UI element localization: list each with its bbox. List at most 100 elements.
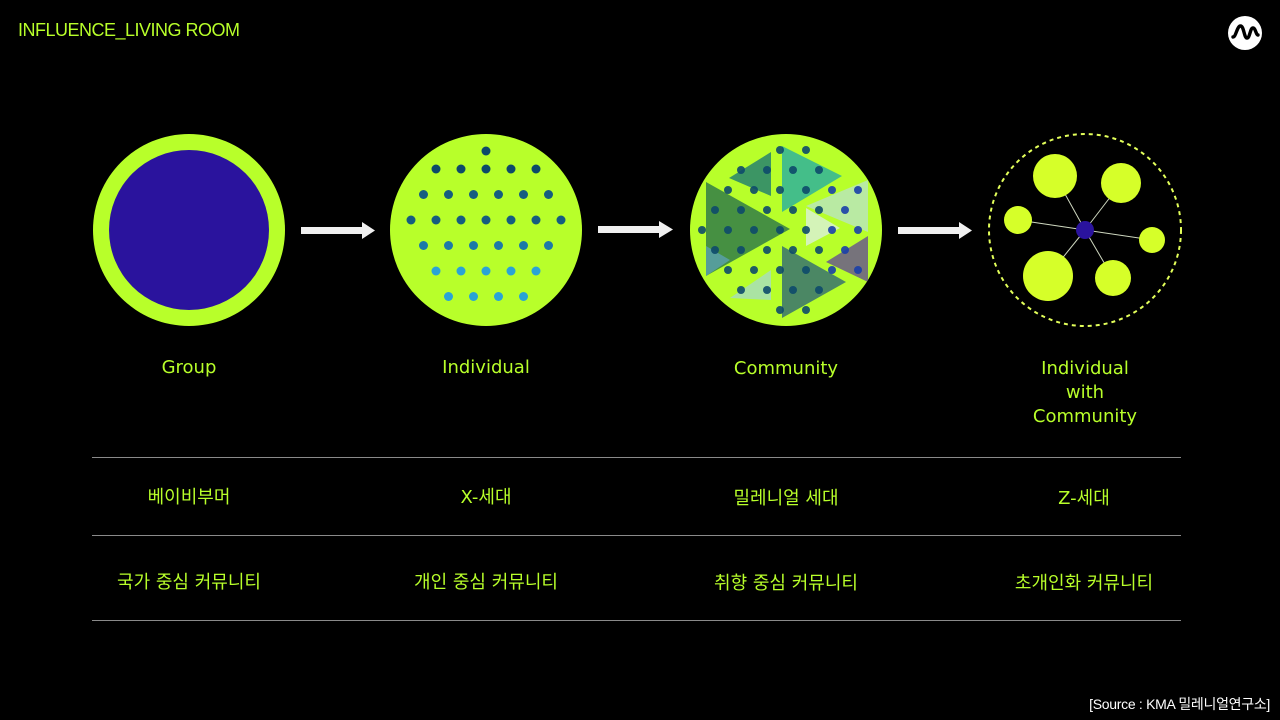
pattern-dot	[737, 246, 745, 254]
pattern-dot	[519, 292, 528, 301]
individual-dots	[406, 146, 566, 301]
pattern-dot	[544, 190, 553, 199]
pattern-dot	[444, 292, 453, 301]
community-individual: 개인 중심 커뮤니티	[414, 572, 558, 593]
pattern-dot	[494, 241, 503, 250]
pattern-dot	[789, 166, 797, 174]
pattern-dot	[789, 246, 797, 254]
node-top-right	[1101, 163, 1141, 203]
generation-z: Z-세대	[1058, 488, 1110, 509]
pattern-dot	[789, 286, 797, 294]
pattern-dot	[456, 164, 466, 174]
network-core	[1076, 221, 1094, 239]
pattern-dot	[776, 266, 784, 274]
pattern-dot	[431, 215, 441, 225]
node-right	[1139, 227, 1165, 253]
stage-label-individual: Individual	[442, 357, 530, 378]
pattern-dot	[802, 266, 810, 274]
pattern-dot	[419, 190, 428, 199]
pattern-dot	[802, 226, 810, 234]
divider-middle	[92, 535, 1181, 536]
pattern-dot	[776, 146, 784, 154]
pattern-dot	[854, 226, 862, 234]
community-national: 국가 중심 커뮤니티	[117, 572, 261, 593]
pattern-dot	[776, 226, 784, 234]
community-taste: 취향 중심 커뮤니티	[714, 573, 858, 594]
pattern-dot	[531, 164, 541, 174]
node-bottom-right	[1095, 260, 1131, 296]
pattern-dot	[763, 166, 771, 174]
pattern-dot	[469, 241, 478, 250]
pattern-dot	[802, 186, 810, 194]
pattern-dot	[776, 186, 784, 194]
pattern-dot	[776, 306, 784, 314]
arrow-1	[301, 222, 375, 239]
pattern-dot	[456, 215, 466, 225]
pattern-dot	[802, 306, 810, 314]
pattern-dot	[431, 164, 441, 174]
community-dots	[698, 146, 862, 314]
source-note: [Source : KMA 밀레니얼연구소]	[1089, 696, 1270, 712]
pattern-dot	[519, 241, 528, 250]
pattern-dot	[854, 266, 862, 274]
triangle-7	[782, 246, 846, 318]
pattern-dot	[750, 266, 758, 274]
pattern-dot	[531, 266, 541, 276]
pattern-dot	[815, 166, 823, 174]
pattern-dot	[763, 246, 771, 254]
pattern-dot	[444, 241, 453, 250]
pattern-dot	[544, 241, 553, 250]
pattern-dot	[815, 286, 823, 294]
node-top-left	[1033, 154, 1077, 198]
pattern-dot	[506, 164, 516, 174]
triangle-9	[706, 246, 730, 276]
arrow-2	[598, 221, 673, 238]
pattern-dot	[506, 215, 516, 225]
individual-circle	[390, 134, 582, 326]
triangle-5	[806, 208, 840, 246]
pattern-dot	[481, 164, 491, 174]
pattern-dot	[494, 190, 503, 199]
pattern-dot	[789, 206, 797, 214]
stage-label-community: Community	[733, 358, 839, 379]
pattern-dot	[494, 292, 503, 301]
triangle-2	[729, 152, 771, 196]
generation-baby-boomer: 베이비부머	[147, 487, 231, 508]
pattern-dot	[698, 226, 706, 234]
pattern-dot	[854, 186, 862, 194]
pattern-dot	[828, 266, 836, 274]
group-circle	[93, 134, 285, 326]
pattern-dot	[456, 266, 466, 276]
divider-bottom	[92, 620, 1181, 621]
pattern-dot	[802, 146, 810, 154]
pattern-dot	[737, 166, 745, 174]
pattern-dot	[431, 266, 441, 276]
pattern-dot	[481, 146, 491, 156]
pattern-dot	[724, 186, 732, 194]
triangle-1	[706, 182, 790, 276]
arrow-3	[898, 222, 972, 239]
community-hyper-personal: 초개인화 커뮤니티	[1014, 573, 1154, 594]
pattern-dot	[763, 286, 771, 294]
pattern-dot	[519, 190, 528, 199]
triangle-3	[782, 146, 842, 212]
pattern-dot	[469, 190, 478, 199]
pattern-dot	[711, 206, 719, 214]
pattern-dot	[815, 206, 823, 214]
pattern-dot	[828, 186, 836, 194]
pattern-dot	[841, 246, 849, 254]
pattern-dot	[481, 215, 491, 225]
pattern-dot	[406, 215, 416, 225]
pattern-dot	[531, 215, 541, 225]
node-bottom-left	[1023, 251, 1073, 301]
generation-x: X-세대	[460, 487, 512, 508]
stage-label-group: Group	[161, 357, 217, 378]
pattern-dot	[469, 292, 478, 301]
node-left	[1004, 206, 1032, 234]
generation-millennial: 밀레니얼 세대	[733, 488, 839, 509]
pattern-dot	[556, 215, 566, 225]
pattern-dot	[711, 246, 719, 254]
pattern-dot	[481, 266, 491, 276]
